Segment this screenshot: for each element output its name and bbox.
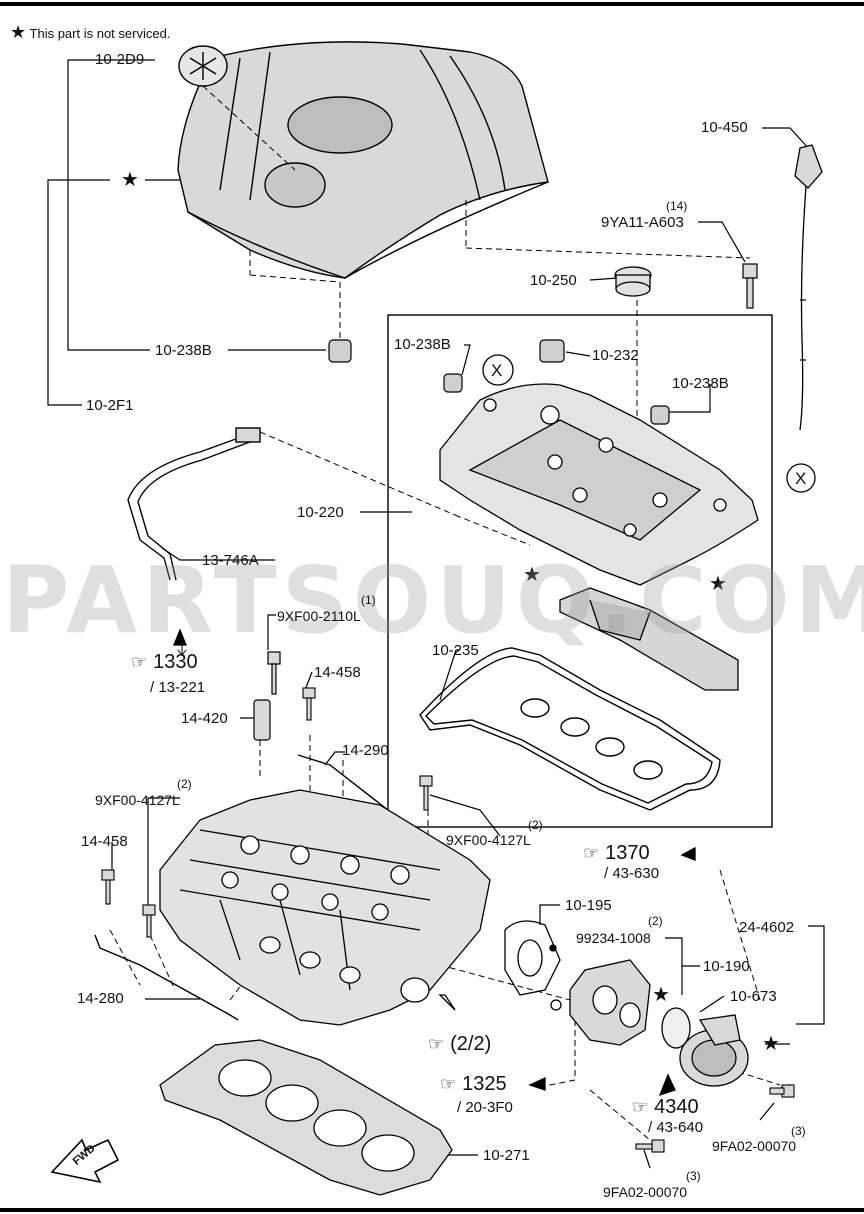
label-9fa02-00070-right[interactable]: 9FA02-00070 bbox=[712, 1138, 797, 1154]
legend: ★ This part is not serviced. bbox=[10, 22, 170, 43]
oil-filler-cap bbox=[614, 266, 652, 297]
leader-lines bbox=[47, 59, 825, 1169]
label-10-673[interactable]: 10-673 bbox=[730, 988, 777, 1005]
fwd-arrow bbox=[50, 1138, 120, 1184]
pointing-hand-icon: ☞ bbox=[428, 1034, 445, 1054]
pointing-hand-icon: ☞ bbox=[632, 1097, 649, 1117]
cylinder-head bbox=[159, 789, 491, 1026]
star-icon: ★ bbox=[762, 1033, 780, 1055]
label-10-190[interactable]: 10-190 bbox=[703, 958, 750, 975]
label-9fa02-00070-bottom[interactable]: 9FA02-00070 bbox=[603, 1184, 688, 1200]
label-14-290[interactable]: 14-290 bbox=[342, 742, 389, 759]
reference-arrows bbox=[173, 628, 696, 1097]
ref-1370[interactable]: ☞1370 bbox=[583, 843, 650, 863]
x-marker-right-label: X bbox=[795, 469, 807, 488]
label-14-280[interactable]: 14-280 bbox=[77, 990, 124, 1007]
pointing-hand-icon: ☞ bbox=[440, 1074, 457, 1094]
grommets bbox=[328, 339, 670, 425]
ref-4340-number: 4340 bbox=[654, 1096, 699, 1118]
cylinder-head-cover bbox=[439, 383, 759, 586]
ref-1330-number: 1330 bbox=[153, 651, 198, 673]
label-24-4602[interactable]: 24-4602 bbox=[739, 919, 795, 936]
label-10-238b-upper[interactable]: 10-238B bbox=[394, 336, 451, 353]
label-qty-2-a: (2) bbox=[177, 777, 192, 791]
x-marker-left-label: X bbox=[491, 361, 503, 380]
ref-4340[interactable]: ☞4340 bbox=[632, 1097, 699, 1117]
star-icon: ★ bbox=[652, 984, 670, 1006]
label-14-458-upper[interactable]: 14-458 bbox=[314, 664, 361, 681]
label-10-195[interactable]: 10-195 bbox=[565, 897, 612, 914]
bolt-9ya11 bbox=[742, 263, 758, 309]
ref-1370-number: 1370 bbox=[605, 842, 650, 864]
dipstick bbox=[794, 144, 823, 431]
ref-2-2-text: (2/2) bbox=[450, 1033, 492, 1055]
label-qty-3-a: (3) bbox=[791, 1124, 806, 1138]
label-13-746a[interactable]: 13-746A bbox=[202, 552, 259, 569]
label-10-2d9[interactable]: 10-2D9 bbox=[95, 51, 145, 68]
label-9xf00-4127l-left[interactable]: 9XF00-4127L bbox=[95, 792, 180, 808]
label-10-220[interactable]: 10-220 bbox=[297, 504, 344, 521]
label-10-450[interactable]: 10-450 bbox=[701, 119, 748, 136]
label-10-235[interactable]: 10-235 bbox=[432, 642, 479, 659]
water-outlet-housing bbox=[550, 959, 651, 1046]
cover-assembly-box bbox=[387, 314, 773, 828]
legend-star-icon: ★ bbox=[10, 22, 27, 42]
ref-1325[interactable]: ☞1325 bbox=[440, 1074, 507, 1094]
ref-1325-number: 1325 bbox=[462, 1073, 507, 1095]
ref-4340-sub: / 43-640 bbox=[648, 1119, 704, 1136]
label-qty-14: (14) bbox=[666, 199, 688, 213]
ref-2-2[interactable]: ☞(2/2) bbox=[428, 1034, 491, 1054]
label-9xf00-2110l[interactable]: 9XF00-2110L bbox=[277, 608, 361, 624]
pointing-hand-icon: ☞ bbox=[583, 843, 600, 863]
ref-1330-sub: / 13-221 bbox=[150, 679, 206, 696]
label-qty-2-b: (2) bbox=[528, 818, 543, 832]
head-cover-gasket bbox=[419, 647, 721, 811]
label-qty-3-b: (3) bbox=[686, 1169, 701, 1183]
label-10-238b-right[interactable]: 10-238B bbox=[672, 375, 729, 392]
pump-gasket bbox=[504, 920, 561, 996]
water-pump bbox=[661, 1007, 749, 1087]
label-10-250[interactable]: 10-250 bbox=[530, 272, 577, 289]
label-qty-1: (1) bbox=[361, 593, 376, 607]
ref-1330[interactable]: ☞1330 bbox=[131, 652, 198, 672]
label-10-232[interactable]: 10-232 bbox=[592, 347, 639, 364]
oil-cap-cover bbox=[178, 45, 228, 87]
x-marker-left bbox=[482, 354, 514, 386]
label-10-271[interactable]: 10-271 bbox=[483, 1147, 530, 1164]
ventilation-hose bbox=[127, 427, 261, 581]
label-14-420[interactable]: 14-420 bbox=[181, 710, 228, 727]
ref-1325-sub: / 20-3F0 bbox=[457, 1099, 513, 1116]
star-icon: ★ bbox=[523, 564, 541, 586]
watermark: PARTSOUQ.COM bbox=[2, 547, 864, 654]
engine-cover bbox=[177, 41, 549, 279]
label-10-238b-left[interactable]: 10-238B bbox=[155, 342, 212, 359]
pointing-hand-icon: ☞ bbox=[131, 652, 148, 672]
label-9xf00-4127l-right[interactable]: 9XF00-4127L bbox=[446, 832, 531, 848]
label-qty-2-c: (2) bbox=[648, 914, 663, 928]
small-bolts bbox=[101, 687, 795, 1153]
label-10-2f1[interactable]: 10-2F1 bbox=[86, 397, 134, 414]
oil-control-valve bbox=[253, 651, 281, 741]
ref-1370-sub: / 43-630 bbox=[604, 865, 660, 882]
label-9ya11-a603[interactable]: 9YA11-A603 bbox=[601, 214, 684, 231]
baffle-plate bbox=[559, 587, 739, 691]
star-icon: ★ bbox=[121, 169, 139, 191]
cylinder-head-gasket bbox=[159, 1039, 453, 1196]
x-marker-right bbox=[786, 463, 816, 493]
legend-text: This part is not serviced. bbox=[29, 26, 171, 41]
label-99234-1008[interactable]: 99234-1008 bbox=[576, 930, 651, 946]
star-icon: ★ bbox=[709, 573, 727, 595]
label-14-458-lower[interactable]: 14-458 bbox=[81, 833, 128, 850]
